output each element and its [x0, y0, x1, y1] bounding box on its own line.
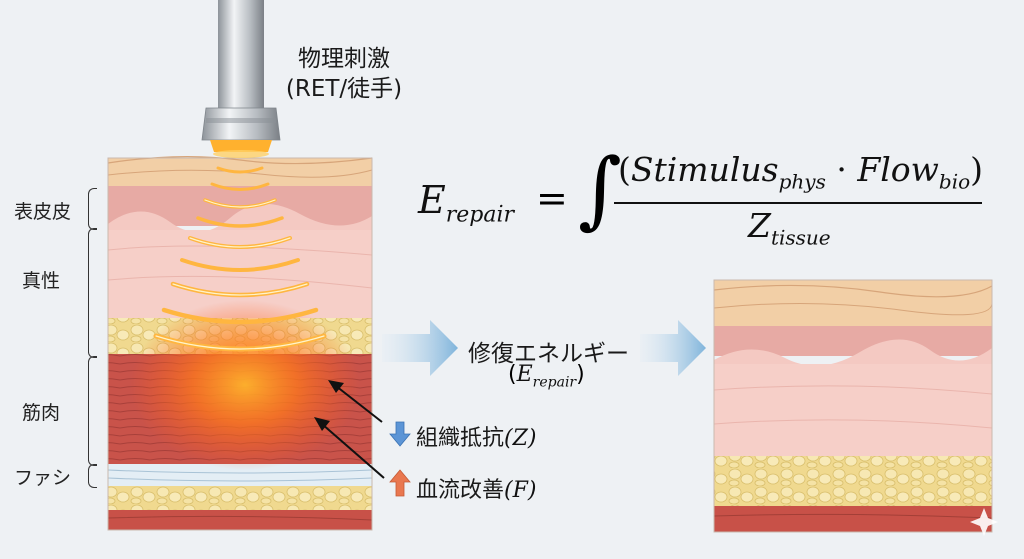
formula-lhs-main: E [418, 178, 446, 222]
numerator-flow: Flow [857, 150, 939, 189]
layer-label-muscle: 筋肉 [22, 402, 61, 424]
resistance-symbol: (Z) [504, 426, 537, 451]
flow-label: 血流改善 [416, 478, 505, 503]
flow-row: 血流改善(F) [416, 472, 536, 504]
sparkle-icon [970, 508, 998, 536]
denominator-main: Z [748, 206, 771, 245]
decrease-arrow-icon [389, 421, 411, 447]
device-label-line2: (RET/徒手) [285, 76, 403, 102]
numerator-open-paren: ( [618, 150, 631, 189]
device-label: 物理刺激 (RET/徒手) [284, 44, 404, 104]
fascia-bracket [88, 464, 97, 488]
formula-lhs: Erepair [418, 178, 514, 228]
resistance-pointer [328, 380, 383, 423]
numerator-stimulus-sub: phys [778, 169, 826, 194]
formula-denominator: Ztissue [748, 206, 831, 250]
resistance-label: 組織抵抗 [416, 426, 505, 451]
wave-highlights [155, 199, 325, 350]
formula-lhs-sub: repair [445, 202, 515, 228]
epidermis-bracket [88, 188, 97, 230]
dermis-bracket [88, 228, 97, 358]
energy-arrow-left [382, 320, 458, 376]
resistance-row: 組織抵抗(Z) [416, 420, 536, 452]
probe-device [201, 0, 281, 158]
numerator-dot: · [836, 150, 847, 189]
layer-label-dermis: 真性 [22, 270, 61, 292]
increase-arrow-icon [389, 469, 411, 497]
formula-numerator: (Stimulusphys · Flowbio) [618, 150, 983, 194]
integral-sign: ∫ [578, 140, 622, 238]
energy-arrow-right [640, 320, 706, 376]
flow-symbol: (F) [504, 478, 537, 503]
energy-symbol: (Erepair) [508, 362, 585, 390]
device-label-line1: 物理刺激 [298, 46, 390, 72]
numerator-stimulus: Stimulus [630, 150, 779, 189]
formula-equals: = [536, 176, 568, 220]
denominator-sub: tissue [770, 225, 831, 250]
flow-pointer [314, 417, 385, 479]
energy-symbol-open: ( [508, 362, 517, 387]
repair-energy-formula: Erepair = ∫ (Stimulusphys · Flowbio) Zti… [418, 140, 1018, 256]
energy-label: 修復エネルギー [468, 341, 629, 367]
fraction-bar [614, 202, 982, 204]
layer-label-fascia: ファシ [14, 467, 72, 489]
energy-symbol-close: ) [576, 362, 585, 387]
heat-zone [130, 300, 360, 470]
muscle-bracket [88, 356, 97, 466]
right-tissue-block [713, 279, 993, 533]
numerator-flow-sub: bio [938, 169, 971, 194]
energy-symbol-main: E [516, 362, 533, 387]
energy-symbol-sub: repair [532, 374, 577, 391]
numerator-close-paren: ) [970, 150, 984, 189]
layer-label-epidermis: 表皮皮 [14, 201, 72, 223]
